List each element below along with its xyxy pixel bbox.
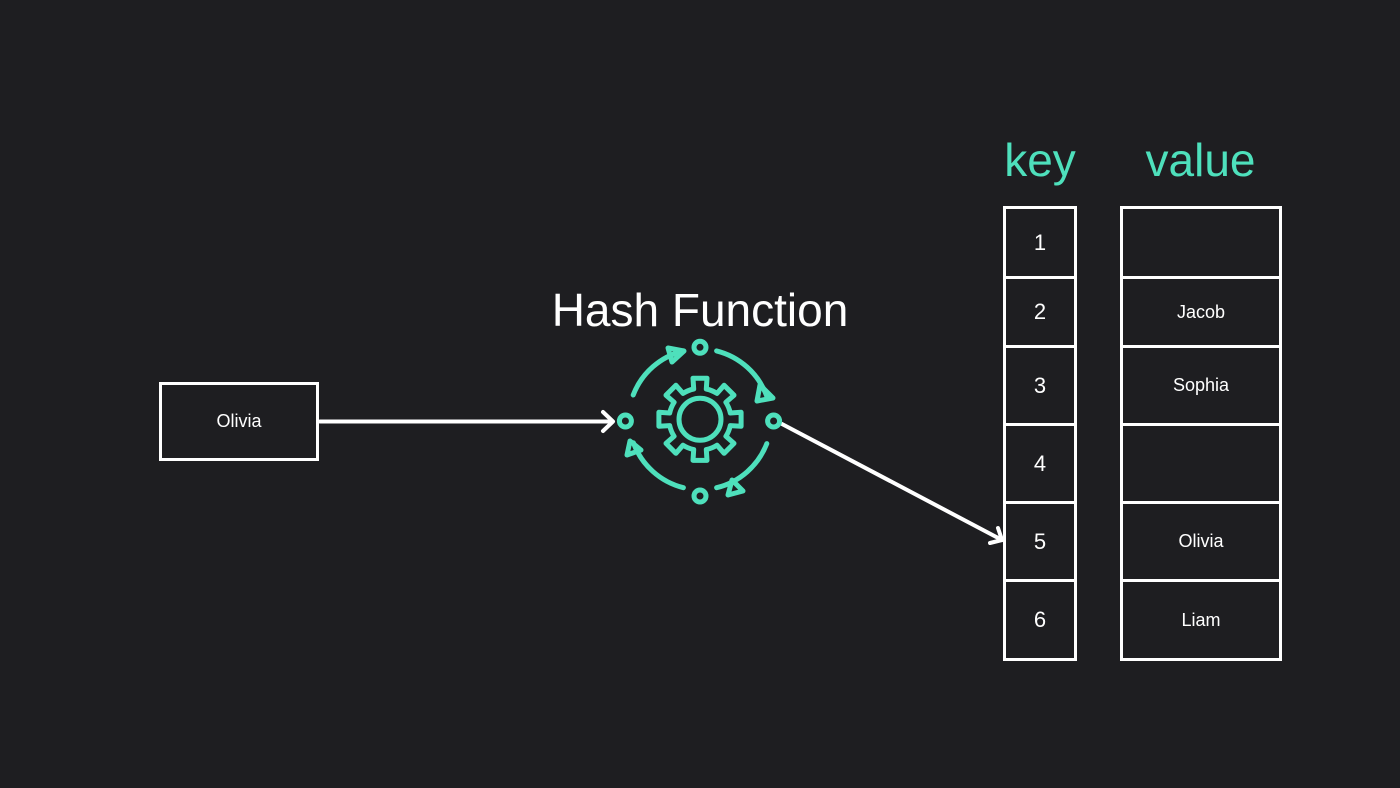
key-cell: 2 — [1006, 279, 1074, 348]
key-column-header: key — [1004, 134, 1076, 186]
key-cell: 5 — [1006, 504, 1074, 582]
hash-to-key-arrow — [780, 422, 1004, 545]
hash-function-title: Hash Function — [551, 284, 849, 336]
key-cell: 3 — [1006, 348, 1074, 426]
value-cell — [1123, 426, 1279, 504]
input-key-label: Olivia — [216, 411, 262, 431]
key-cell: 6 — [1006, 582, 1074, 661]
value-cell — [1123, 209, 1279, 279]
gear-icon — [656, 375, 744, 463]
key-cell: 4 — [1006, 426, 1074, 504]
value-column: Jacob Sophia Olivia Liam — [1120, 206, 1282, 661]
input-key-box: Olivia — [159, 382, 319, 461]
value-cell: Sophia — [1123, 348, 1279, 426]
input-to-hash-arrow — [318, 410, 615, 433]
value-column-header: value — [1145, 134, 1256, 186]
gear-cycle-icon — [616, 338, 783, 505]
key-cell: 1 — [1006, 209, 1074, 279]
key-column: 1 2 3 4 5 6 — [1003, 206, 1077, 661]
value-cell: Jacob — [1123, 279, 1279, 348]
value-cell: Olivia — [1123, 504, 1279, 582]
value-cell: Liam — [1123, 582, 1279, 661]
